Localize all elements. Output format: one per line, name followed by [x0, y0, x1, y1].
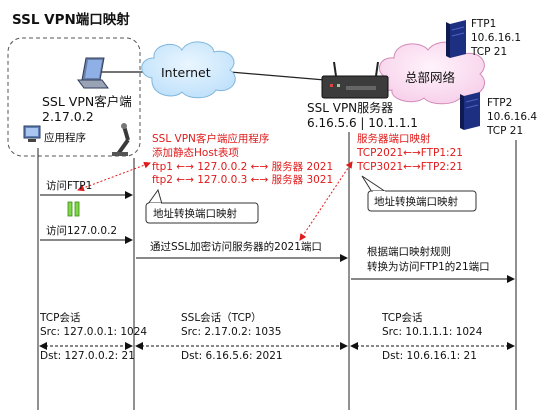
client-group-box [7, 37, 141, 157]
ftp1-ip: 10.6.16.1 [471, 32, 521, 44]
internet-label: Internet [161, 65, 211, 80]
session-ssl-title: SSL会话（TCP） [181, 311, 262, 324]
client-mapping-line3: ftp1 ←→ 127.0.0.2 ←→ 服务器 2021 [152, 160, 333, 173]
session-ssl-src: Src: 2.17.0.2: 1035 [181, 326, 281, 338]
laptop-icon [77, 57, 109, 89]
diagram-title: SSL VPN端口映射 [12, 11, 130, 28]
client-mapping-line2: 添加静态Host表项 [152, 146, 239, 159]
application-label: 应用程序 [44, 131, 86, 144]
server-mapping-line1: 服务器端口映射 [357, 132, 431, 145]
step-rule-line1: 根据端口映射规则 [367, 245, 451, 258]
processing-indicator-icon [67, 201, 80, 217]
server-callout-text: 地址转换端口映射 [374, 195, 458, 208]
ftp2-name: FTP2 [487, 97, 512, 109]
step-ssl-tunnel: 通过SSL加密访问服务器的2021端口 [150, 240, 322, 253]
server-mapping-line3: TCP3021←→FTP2:21 [356, 161, 463, 173]
client-callout-text: 地址转换端口映射 [153, 207, 237, 220]
ftp2-port: TCP 21 [486, 125, 523, 137]
server-name: SSL VPN服务器 [307, 100, 393, 115]
step-access-ftp1: 访问FTP1 [46, 179, 92, 192]
hq-network-cloud: 总部网络 [379, 41, 485, 105]
session-tcp-client-src: Src: 127.0.0.1: 1024 [40, 326, 147, 338]
session-ssl-dst: Dst: 6.16.5.6: 2021 [181, 350, 283, 362]
computer-icon [23, 125, 41, 142]
ftp2-ip: 10.6.16.4 [487, 111, 537, 123]
step-access-local: 访问127.0.0.2 [46, 224, 117, 237]
vpn-server-icon [321, 61, 389, 99]
client-mapping-pointer [77, 161, 151, 192]
session-tcp-server-title: TCP会话 [381, 311, 423, 324]
hq-network-label: 总部网络 [405, 70, 456, 85]
ftp1-server-icon [446, 20, 466, 58]
session-tcp-server-dst: Dst: 10.6.16.1: 21 [382, 350, 477, 362]
ftp1-port: TCP 21 [470, 46, 507, 58]
client-callout: 地址转换端口映射 [145, 188, 259, 224]
client-mapping-line4: ftp2 ←→ 127.0.0.3 ←→ 服务器 3021 [152, 173, 333, 186]
client-mapping-line1: SSL VPN客户端应用程序 [152, 132, 269, 145]
session-tcp-client-title: TCP会话 [39, 311, 81, 324]
server-callout: 地址转换端口映射 [361, 175, 477, 212]
server-mapping-line2: TCP2021←→FTP1:21 [356, 147, 463, 159]
session-tcp-server-src: Src: 10.1.1.1: 1024 [382, 326, 483, 338]
step-rule-line2: 转换为访问FTP1的21端口 [367, 260, 490, 273]
server-ips: 6.16.5.6 | 10.1.1.1 [307, 116, 418, 130]
session-tcp-client-dst: Dst: 127.0.0.2: 21 [40, 350, 135, 362]
internet-cloud: Internet [141, 41, 236, 99]
internet-server-link [229, 71, 326, 81]
ftp1-name: FTP1 [471, 18, 496, 30]
client-name: SSL VPN客户端 [42, 94, 132, 109]
client-ip: 2.17.0.2 [42, 109, 94, 124]
ftp2-server-icon [460, 92, 480, 130]
robot-arm-icon [112, 123, 130, 156]
